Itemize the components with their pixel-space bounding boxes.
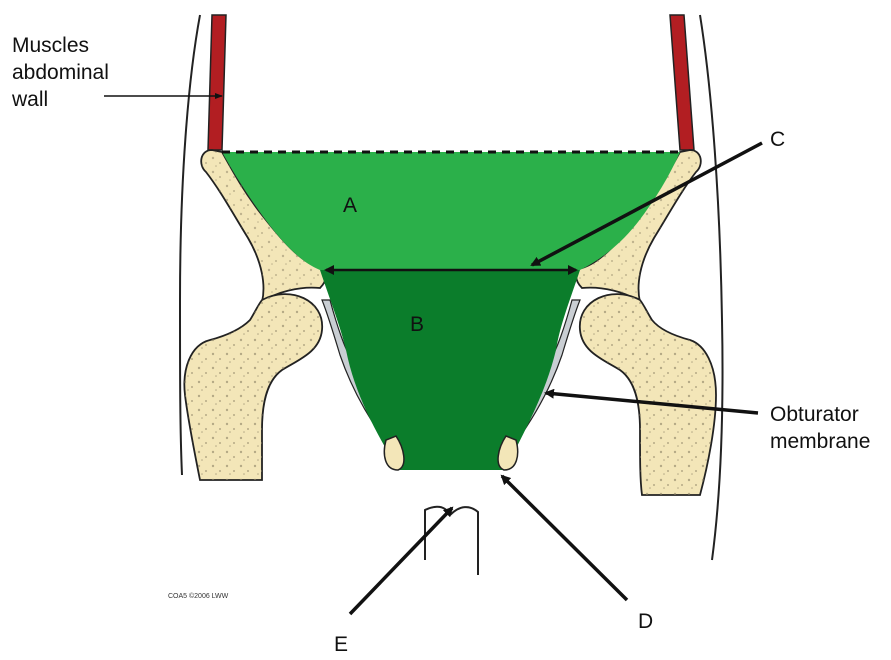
body-outline-left [178,14,201,476]
perineum-outline [424,505,479,575]
abdominal-muscle-right [669,14,695,151]
ischial-tuberosity-left [383,435,405,471]
abdominal-muscle-left [207,14,227,151]
label-muscles-line1: Muscles [12,34,89,57]
pointer-c [530,141,763,267]
pointer-obturator [544,388,759,415]
label-c: C [770,128,785,151]
pointer-d [500,474,629,602]
body-outline-right [699,14,724,561]
label-d: D [638,610,653,633]
label-b: B [410,313,424,336]
label-obturator-line2: membrane [770,430,870,453]
label-muscles-line2: abdominal [12,61,109,84]
label-e: E [334,633,348,656]
greater-pelvis-region [222,152,680,270]
lesser-pelvis-region [320,270,580,470]
pointer-e [348,506,454,616]
label-obturator-line1: Obturator [770,403,859,426]
label-a: A [343,194,357,217]
ischial-tuberosity-right [497,435,519,471]
label-muscles-line3: wall [11,88,48,111]
copyright-notice: COA5 ©2006 LWW [168,592,229,600]
